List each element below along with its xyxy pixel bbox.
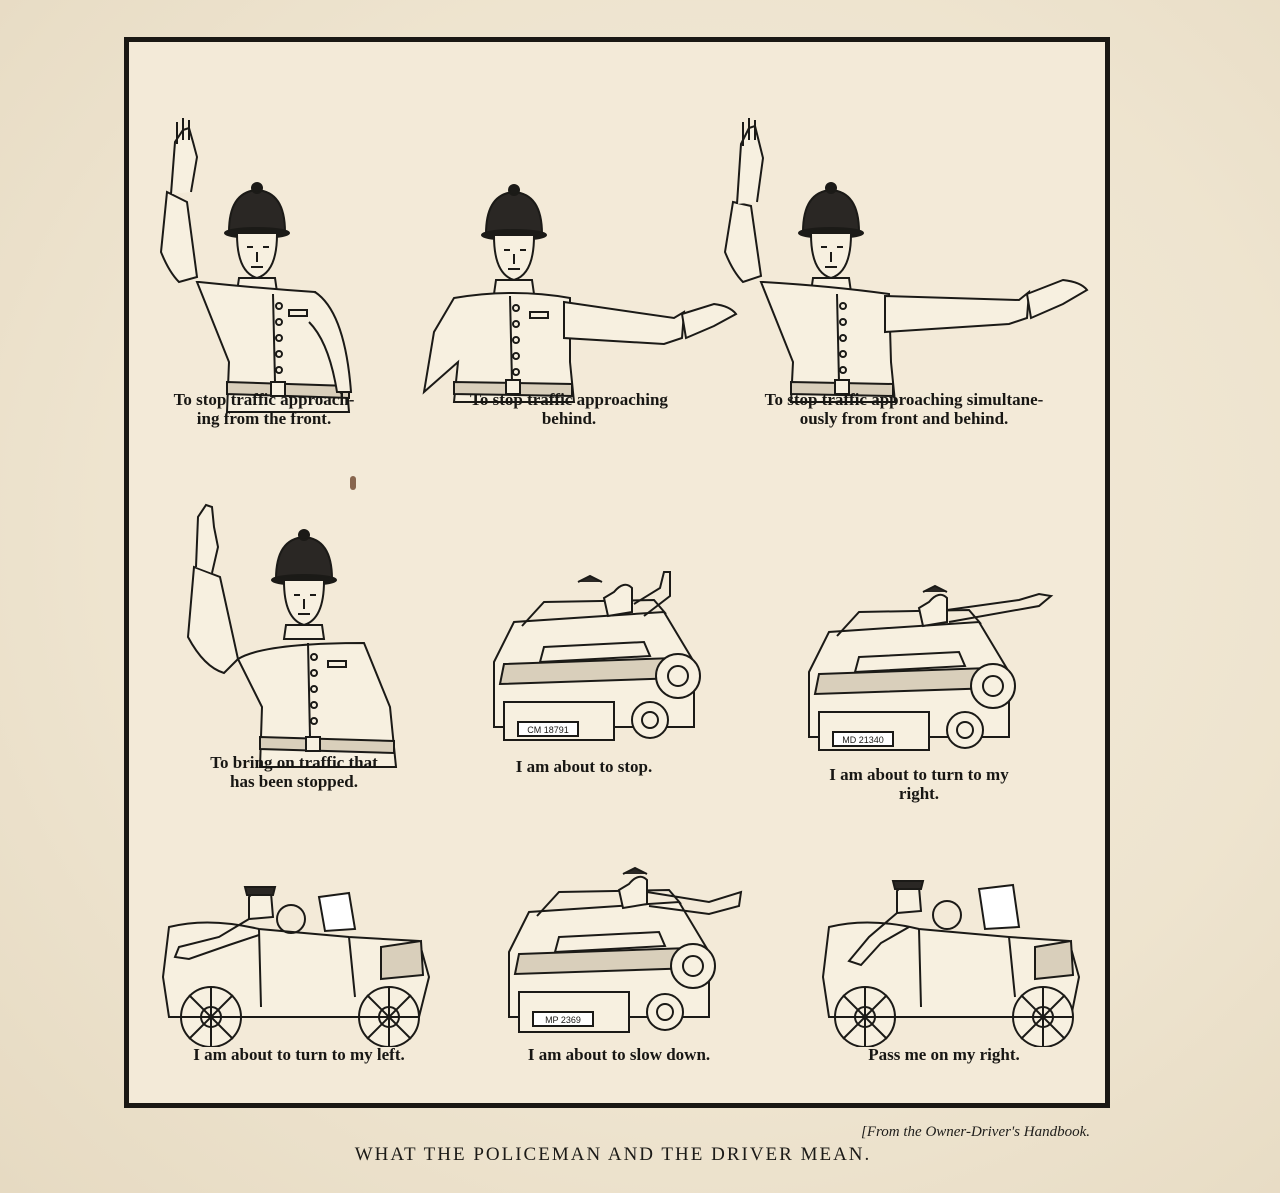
figure-title: WHAT THE POLICEMAN AND THE DRIVER MEAN.: [354, 1144, 872, 1165]
panel-police-stop-behind: To stop traffic approaching behind.: [414, 82, 754, 428]
car-rear-arm-right-illustration: MD 21340: [808, 584, 1054, 751]
panel-driver-slow-down: MP 2369 I am about to slow down.: [489, 862, 759, 1077]
policeman-arm-sideways-illustration: [422, 184, 738, 403]
car-rear-arm-wave-illustration: MP 2369: [508, 866, 743, 1033]
source-note: [From the Owner-Driver's Handbook.: [861, 1124, 1090, 1140]
caption: To stop traffic approaching behind.: [470, 390, 668, 428]
policeman-arm-up-illustration: [159, 118, 353, 413]
caption: To stop traffic approach- ing from the f…: [173, 390, 355, 428]
car-side-arm-down-illustration: [821, 880, 1081, 1047]
illustration-frame: To stop traffic approach- ing from the f…: [124, 37, 1110, 1108]
number-plate: MD 21340: [842, 735, 884, 745]
panel-police-stop-front: To stop traffic approach- ing from the f…: [139, 82, 399, 428]
panel-driver-pass-right: Pass me on my right.: [809, 867, 1099, 1077]
car-side-arm-left-illustration: [161, 886, 431, 1047]
caption: Pass me on my right.: [868, 1045, 1020, 1064]
panel-police-bring-on: To bring on traffic that has been stoppe…: [164, 497, 424, 797]
car-rear-arm-up-illustration: CM 18791: [493, 571, 701, 741]
number-plate: MP 2369: [545, 1015, 581, 1025]
caption: To bring on traffic that has been stoppe…: [210, 753, 378, 791]
policeman-beckoning-illustration: [186, 503, 398, 768]
panel-driver-stop: CM 18791 I am about to stop.: [474, 552, 714, 797]
caption: I am about to stop.: [515, 757, 653, 776]
caption: I am about to turn to my right.: [829, 765, 1009, 803]
ink-stain: [350, 476, 356, 490]
panel-police-stop-both: To stop traffic approaching simultane- o…: [719, 82, 1109, 428]
panel-driver-turn-left: I am about to turn to my left.: [149, 867, 449, 1077]
caption: I am about to slow down.: [527, 1045, 711, 1064]
panel-driver-turn-right: MD 21340 I am about to turn to my right.: [789, 562, 1089, 807]
caption: I am about to turn to my left.: [193, 1045, 405, 1064]
caption: To stop traffic approaching simultane- o…: [764, 390, 1044, 428]
number-plate: CM 18791: [527, 725, 569, 735]
policeman-both-arms-illustration: [723, 118, 1089, 403]
